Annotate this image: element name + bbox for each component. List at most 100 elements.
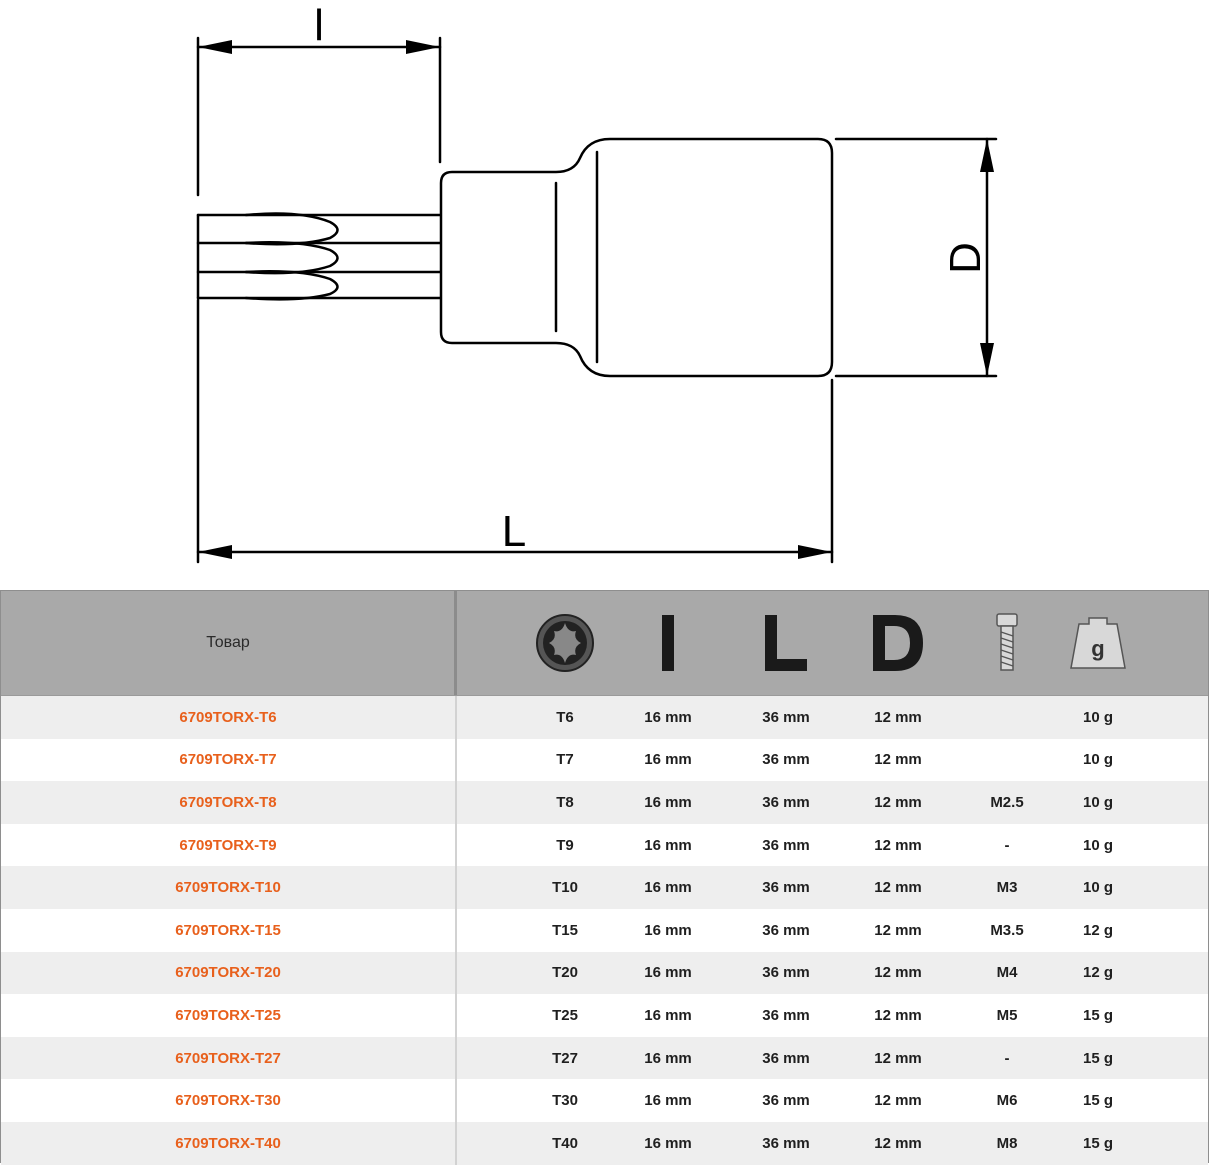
product-link[interactable]: 6709TORX-T6 xyxy=(179,708,277,726)
diameter-value: 12 mm xyxy=(874,1134,922,1152)
screw-size-value: M5 xyxy=(996,1006,1018,1024)
product-link[interactable]: 6709TORX-T40 xyxy=(175,1134,281,1152)
weight-value: 15 g xyxy=(1082,1049,1113,1067)
header-product: Товар xyxy=(206,634,250,651)
screw-size-value: M4 xyxy=(996,964,1018,982)
dim-label-overall-length: L xyxy=(502,507,526,556)
screw-size-value: - xyxy=(1004,1049,1010,1067)
screw-size-value: M8 xyxy=(996,1134,1018,1152)
row-divider xyxy=(455,781,457,824)
weight-value: 12 g xyxy=(1082,921,1113,939)
row-divider xyxy=(455,866,457,909)
diameter-D-icon xyxy=(848,591,948,695)
overall-length-value: 36 mm xyxy=(762,1006,810,1024)
header-divider xyxy=(454,591,457,695)
overall-length-value: 36 mm xyxy=(762,1049,810,1067)
row-divider xyxy=(455,1079,457,1122)
torx-size: T27 xyxy=(552,1049,578,1067)
short-length-value: 16 mm xyxy=(644,708,692,726)
torx-size: T20 xyxy=(552,964,578,982)
overall-length-value: 36 mm xyxy=(762,879,810,897)
short-length-value: 16 mm xyxy=(644,1134,692,1152)
overall-length-value: 36 mm xyxy=(762,836,810,854)
diameter-value: 12 mm xyxy=(874,793,922,811)
row-divider xyxy=(455,1121,457,1165)
weight-value: 10 g xyxy=(1082,751,1113,769)
overall-length-value: 36 mm xyxy=(762,793,810,811)
diameter-value: 12 mm xyxy=(874,964,922,982)
spec-table: Товар xyxy=(0,590,1209,1165)
diameter-value: 12 mm xyxy=(874,1006,922,1024)
short-length-value: 16 mm xyxy=(644,879,692,897)
product-link[interactable]: 6709TORX-T27 xyxy=(175,1049,281,1067)
product-link[interactable]: 6709TORX-T8 xyxy=(179,793,277,811)
weight-value: 10 g xyxy=(1082,793,1113,811)
diameter-value: 12 mm xyxy=(874,1049,922,1067)
product-link[interactable]: 6709TORX-T20 xyxy=(175,964,281,982)
screw-size-value xyxy=(957,696,1057,739)
short-length-l-icon xyxy=(618,591,718,695)
row-divider xyxy=(455,908,457,952)
torx-size: T30 xyxy=(552,1092,578,1110)
weight-value: 10 g xyxy=(1082,836,1113,854)
short-length-value: 16 mm xyxy=(644,1092,692,1110)
row-divider xyxy=(455,951,457,995)
row-divider xyxy=(455,823,457,867)
overall-length-value: 36 mm xyxy=(762,1134,810,1152)
screw-size-value xyxy=(957,739,1057,782)
weight-unit-symbol: g xyxy=(1091,636,1104,661)
row-divider xyxy=(455,738,457,782)
diameter-value: 12 mm xyxy=(874,708,922,726)
table-row: 6709TORX-T30 T30 16 mm 36 mm 12 mm M6 15 g xyxy=(1,1079,1208,1122)
weight-value: 10 g xyxy=(1082,708,1113,726)
weight-value: 15 g xyxy=(1082,1134,1113,1152)
overall-length-value: 36 mm xyxy=(762,1092,810,1110)
torx-size: T10 xyxy=(552,879,578,897)
product-link[interactable]: 6709TORX-T10 xyxy=(175,879,281,897)
short-length-value: 16 mm xyxy=(644,836,692,854)
weight-value: 12 g xyxy=(1082,964,1113,982)
screw-size-value: - xyxy=(1004,836,1010,854)
torx-size: T15 xyxy=(552,921,578,939)
overall-length-value: 36 mm xyxy=(762,964,810,982)
short-length-value: 16 mm xyxy=(644,1049,692,1067)
dim-label-diameter: D xyxy=(941,242,990,274)
product-link[interactable]: 6709TORX-T25 xyxy=(175,1006,281,1024)
torx-drive-icon xyxy=(515,591,615,695)
torx-size: T7 xyxy=(556,751,574,769)
product-link[interactable]: 6709TORX-T7 xyxy=(179,751,277,769)
product-link[interactable]: 6709TORX-T15 xyxy=(175,921,281,939)
row-divider xyxy=(455,1036,457,1080)
product-link[interactable]: 6709TORX-T30 xyxy=(175,1092,281,1110)
overall-length-value: 36 mm xyxy=(762,708,810,726)
weight-value: 10 g xyxy=(1082,879,1113,897)
weight-value: 15 g xyxy=(1082,1092,1113,1110)
screw-size-value: M3.5 xyxy=(990,921,1024,939)
torx-size: T40 xyxy=(552,1134,578,1152)
product-link[interactable]: 6709TORX-T9 xyxy=(179,836,277,854)
overall-length-value: 36 mm xyxy=(762,751,810,769)
screw-size-value: M3 xyxy=(996,879,1018,897)
screw-size-value: M6 xyxy=(996,1092,1018,1110)
short-length-value: 16 mm xyxy=(644,1006,692,1024)
socket-technical-drawing: l L D xyxy=(196,1,998,564)
dim-label-short-length: l xyxy=(314,1,324,50)
row-divider xyxy=(455,994,457,1037)
row-divider xyxy=(455,696,457,739)
diameter-value: 12 mm xyxy=(874,1092,922,1110)
diameter-value: 12 mm xyxy=(874,921,922,939)
short-length-value: 16 mm xyxy=(644,793,692,811)
table-header: Товар xyxy=(1,591,1208,696)
diameter-value: 12 mm xyxy=(874,751,922,769)
overall-length-value: 36 mm xyxy=(762,921,810,939)
table-row: 6709TORX-T40 T40 16 mm 36 mm 12 mm M8 15 g xyxy=(1,1121,1208,1165)
torx-size: T25 xyxy=(552,1006,578,1024)
